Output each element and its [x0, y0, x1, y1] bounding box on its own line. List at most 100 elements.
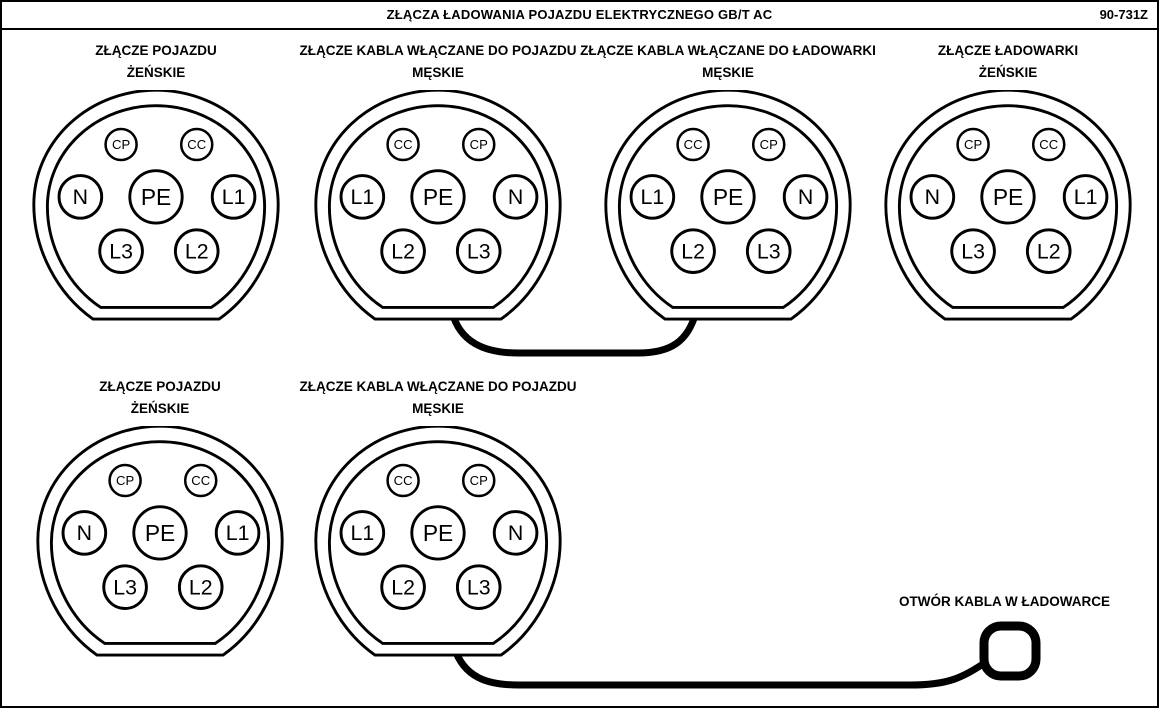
pin: N	[492, 510, 539, 556]
pin: CP	[956, 127, 990, 162]
pin-circle	[461, 127, 496, 162]
pin-circle	[386, 127, 420, 162]
pin-label: CC	[394, 137, 413, 152]
pin: L3	[98, 228, 144, 274]
pin-circle	[57, 174, 104, 220]
pin: CP	[461, 127, 496, 162]
pin-circle	[386, 463, 420, 498]
pin: L3	[455, 564, 502, 610]
connector-face: CP CC N PE L1 L3	[884, 90, 1132, 321]
pin-circle	[629, 174, 676, 220]
pin-circle	[98, 228, 144, 274]
pin-label: N	[77, 521, 92, 545]
connector-label-line2: ŻEŃSKIE	[126, 65, 186, 80]
pin-label: L2	[185, 239, 209, 263]
pin-circle	[410, 505, 466, 561]
pin: L2	[177, 564, 224, 610]
pin-label: N	[798, 185, 813, 209]
title-bar: ZŁĄCZA ŁADOWANIA POJAZDU ELEKTRYCZNEGO G…	[2, 2, 1157, 30]
page-title: ZŁĄCZA ŁADOWANIA POJAZDU ELEKTRYCZNEGO G…	[386, 7, 773, 22]
pin: PE	[410, 505, 466, 561]
pin: CC	[179, 127, 214, 162]
pin-label: CP	[760, 137, 778, 152]
pin-circle	[980, 169, 1036, 225]
connector-label-line2: ŻEŃSKIE	[978, 65, 1038, 80]
pin-label: N	[508, 185, 523, 209]
connector-label: ZŁĄCZE POJAZDU ŻEŃSKIE	[99, 376, 221, 420]
pin: CP	[108, 463, 142, 498]
pin-label: L1	[640, 185, 664, 209]
pin-circle	[676, 127, 710, 162]
pin-circle	[745, 228, 792, 274]
connector-label-line1: ZŁĄCZE KABLA WŁĄCZANE DO POJAZDU	[299, 379, 577, 394]
pin-circle	[102, 564, 148, 610]
pin-circle	[455, 228, 502, 274]
cable-between-vehicle-and-charger-plugs	[448, 310, 700, 357]
pin-label: PE	[423, 520, 453, 546]
pin: PE	[700, 169, 756, 225]
connector-label-line1: ZŁĄCZE POJAZDU	[99, 379, 221, 394]
connector-face: CP CC N PE L1 L3	[32, 90, 280, 321]
pin-label: L1	[226, 521, 250, 545]
pin-circle	[108, 463, 142, 498]
pin: N	[492, 174, 539, 220]
pin: L1	[339, 174, 386, 220]
pin-label: CP	[470, 137, 488, 152]
pin-circle	[950, 228, 996, 274]
pin-label: L1	[350, 521, 374, 545]
pin: L2	[173, 228, 220, 274]
pin-label: PE	[141, 184, 171, 210]
pin: L3	[102, 564, 148, 610]
connector-label-line1: ZŁĄCZE KABLA WŁĄCZANE DO ŁADOWARKI	[580, 43, 876, 58]
pin-circle	[104, 127, 138, 162]
connector-label: ZŁĄCZE KABLA WŁĄCZANE DO POJAZDU MĘSKIE	[300, 376, 577, 420]
pin-circle	[410, 169, 466, 225]
pin-circle	[1025, 228, 1072, 274]
pin: N	[61, 510, 108, 556]
pin: L2	[380, 228, 426, 274]
pin-label: CP	[116, 473, 134, 488]
pin-label: CP	[470, 473, 488, 488]
diagram-canvas: ZŁĄCZE POJAZDU ŻEŃSKIE CP CC N PE	[2, 30, 1157, 706]
pin-circle	[455, 564, 502, 610]
pin-circle	[461, 463, 496, 498]
pin-circle	[380, 228, 426, 274]
connector-label-line1: ZŁĄCZE KABLA WŁĄCZANE DO POJAZDU	[299, 43, 577, 58]
pin-label: L3	[757, 239, 781, 263]
pin: CC	[386, 127, 420, 162]
pin: L3	[950, 228, 996, 274]
connector-label: ZŁĄCZE ŁADOWARKI ŻEŃSKIE	[938, 40, 1078, 84]
pin-circle	[339, 510, 386, 556]
pin: L1	[339, 510, 386, 556]
pin-label: L2	[681, 239, 705, 263]
connector-label-line1: ZŁĄCZE ŁADOWARKI	[937, 43, 1079, 58]
pin-label: PE	[423, 184, 453, 210]
pin: CP	[104, 127, 138, 162]
cable-to-charger-opening	[450, 645, 988, 689]
pin-label: N	[925, 185, 940, 209]
pin-circle	[380, 564, 426, 610]
cable-overlay	[448, 310, 1041, 689]
connector-label: ZŁĄCZE KABLA WŁĄCZANE DO ŁADOWARKI MĘSKI…	[580, 40, 876, 84]
connector-label-line1: ZŁĄCZE POJAZDU	[95, 43, 217, 58]
pin-circle	[956, 127, 990, 162]
pin: CC	[183, 463, 218, 498]
pin-label: CC	[1039, 137, 1058, 152]
pin-circle	[177, 564, 224, 610]
pin: L3	[745, 228, 792, 274]
connector-face: CC CP L1 PE N L2	[314, 90, 562, 321]
pin-label: N	[508, 521, 523, 545]
pin-circle	[128, 169, 184, 225]
pin-circle	[700, 169, 756, 225]
pin-circle	[492, 510, 539, 556]
pin: N	[57, 174, 104, 220]
pin-label: L1	[350, 185, 374, 209]
pin-label: CP	[964, 137, 982, 152]
pin: CC	[676, 127, 710, 162]
pin-circle	[751, 127, 786, 162]
pin: L3	[455, 228, 502, 274]
pin: CC	[386, 463, 420, 498]
pin: PE	[410, 169, 466, 225]
connector-label: ZŁĄCZE KABLA WŁĄCZANE DO POJAZDU MĘSKIE	[300, 40, 577, 84]
